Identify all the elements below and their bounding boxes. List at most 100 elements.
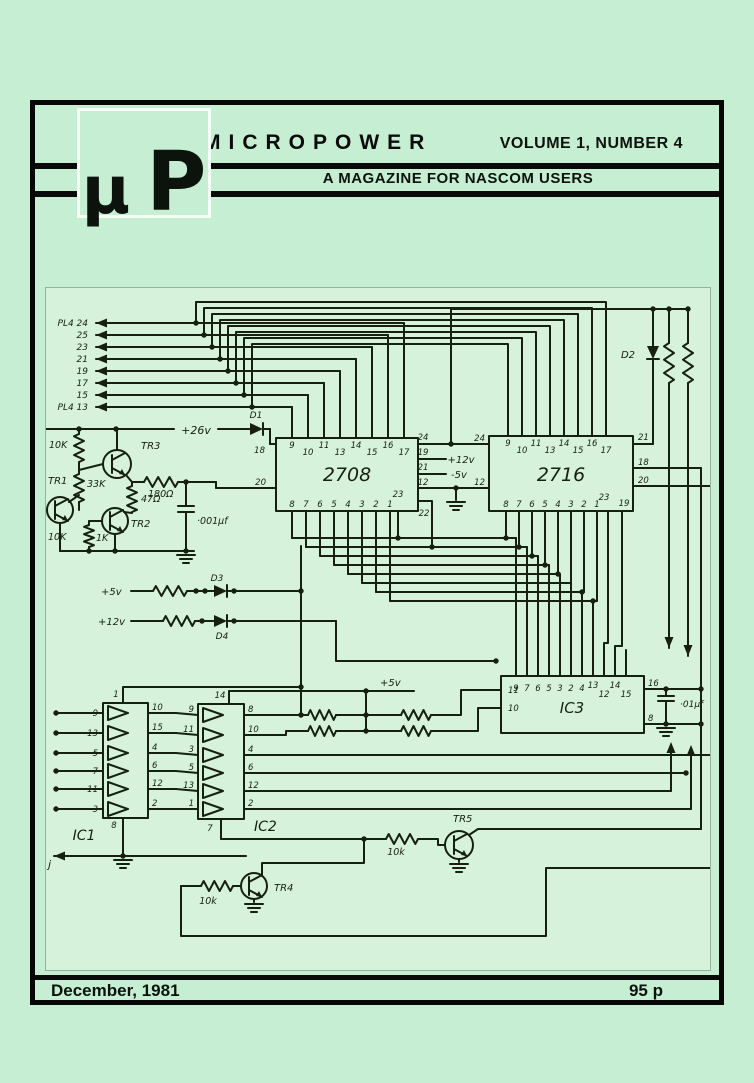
resistor-icon [307,725,337,737]
pin-label: 6 [152,761,158,771]
wire [614,510,623,651]
transistor-label: TR3 [141,441,160,452]
buffer-gate-icon [107,763,129,779]
power-label: +26v [181,424,211,437]
junction-dot [683,770,689,776]
junction-dot [241,392,247,398]
junction-dot [120,853,126,859]
transistor-icon [453,833,468,842]
pin-label: 3 [568,500,573,510]
arrow-icon [686,745,696,756]
ic-2-name: IC2 [254,819,277,835]
issue-date: December, 1981 [51,981,180,1000]
wire [603,510,609,651]
wire [203,307,593,437]
wire [125,474,133,483]
junction-dot [193,320,199,326]
pin-label: 3 [359,500,364,510]
diode-label: D2 [621,350,635,361]
pin-label: 5 [189,763,194,773]
pin-label: 8 [248,705,254,715]
wire [122,686,302,704]
resistor-icon [73,473,85,503]
junction-dot [231,588,237,594]
pin-label: 11 [87,785,98,795]
pin-label: 10 [303,448,314,458]
pin-label: 11 [319,441,330,451]
pin-label: 15 [621,690,632,700]
wire [123,511,133,514]
pin-label: 13 [335,448,346,458]
pin-label: 3 [189,745,194,755]
header-rule-bottom [35,191,719,197]
pin-label: 12 [248,781,259,791]
pin-label: 9 [289,441,294,451]
pin-label: 9 [189,705,194,715]
resistor-icon [307,709,337,721]
ic-2-pin: 14 [215,691,226,701]
pin-label: 21 [638,433,649,443]
pin-label: 17 [601,446,612,456]
pin-label: 15 [573,446,584,456]
pin-label: 13 [183,781,194,791]
junction-dot [86,548,92,554]
pin-label: 7 [516,500,522,510]
volume-number: VOLUME 1, NUMBER 4 [499,135,683,152]
transistor-icon [119,469,125,475]
pin-label: 2 [248,799,253,809]
power-label: +12v [447,455,475,466]
pin-label: 22 [419,509,430,519]
price: 95 p [628,981,663,1000]
pin-label: 12 [599,690,610,700]
transistor-icon [461,850,467,856]
pin-label: 11 [531,439,542,449]
wire [175,770,199,774]
ic-1-pin: 1 [113,690,118,700]
resistor-icon [385,833,419,845]
pin-label: 5 [93,749,98,759]
pin-label: 16 [587,439,598,449]
diode-icon [250,423,263,435]
header-rule-top [35,163,719,169]
wire [243,730,309,736]
pin-label: 2 [568,684,573,694]
connector-label: 19 [77,367,89,377]
ic-1-pin: 8 [111,821,117,831]
pin-label: 5 [546,684,551,694]
pin-label: 15 [367,448,378,458]
resistor-label: 10K [48,532,67,543]
connector-label: 25 [77,331,89,341]
pin-label: 11 [183,725,194,735]
buffer-gate-icon [202,765,224,781]
resistor-label: 180Ω [148,489,174,500]
junction-dot [183,548,189,554]
buffer-gate-icon [202,747,224,763]
resistor-icon [73,433,85,463]
pin-label: 1 [594,500,599,510]
pin-label: 10 [248,725,259,735]
pin-label: 14 [351,441,362,451]
power-label: +12v [98,617,126,628]
junction-dot [579,589,585,595]
resistor-icon [663,342,675,384]
resistor-icon [200,880,234,892]
wire [68,494,80,503]
transistor-icon [54,498,69,507]
pin-label: 1 [189,799,194,809]
junction-dot [590,598,596,604]
junction-dot [202,588,208,594]
ic-2708-name: 2708 [323,464,371,486]
transistor-icon [62,515,68,521]
junction-dot [663,721,669,727]
connector-label: 21 [77,355,88,365]
resistor-icon [400,725,432,737]
pin-label: 1 [387,500,392,510]
transistor-label: TR1 [48,476,67,487]
junction-dot [199,618,205,624]
junction-dot [225,368,231,374]
connector-label: 23 [77,343,89,353]
junction-dot [201,332,207,338]
